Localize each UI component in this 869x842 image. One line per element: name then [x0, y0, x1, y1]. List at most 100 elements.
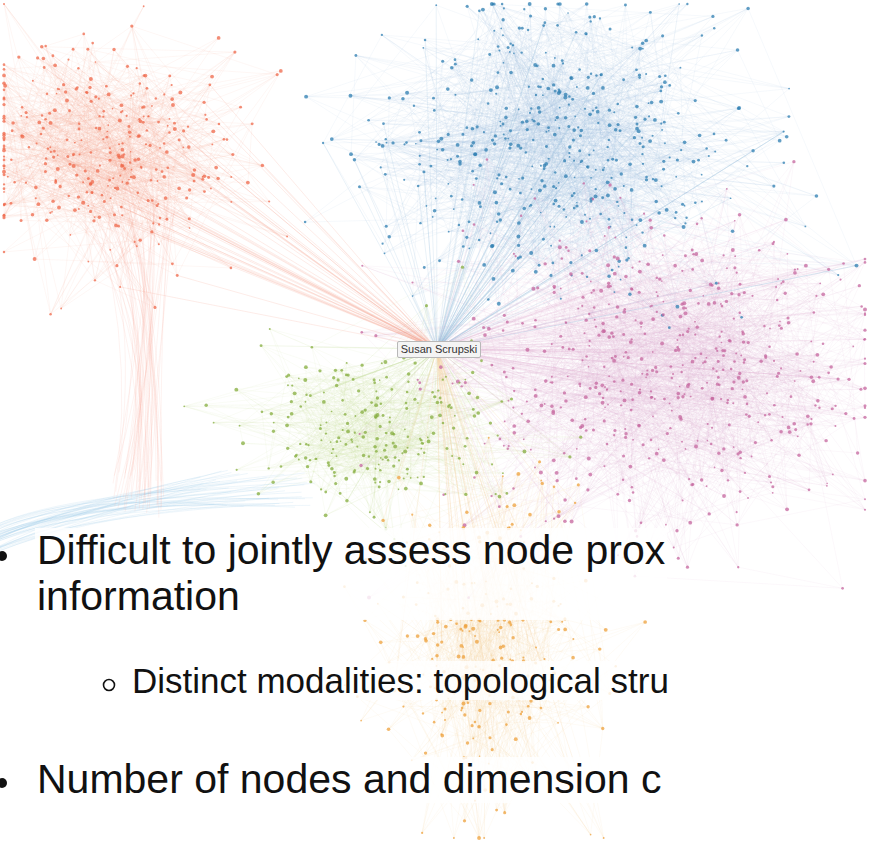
- network-dot: [589, 20, 591, 22]
- network-dot: [860, 305, 863, 308]
- network-dot: [487, 298, 490, 301]
- network-dot: [708, 155, 710, 157]
- network-dot: [381, 34, 383, 36]
- network-dot: [772, 242, 775, 245]
- network-dot: [682, 364, 684, 366]
- network-dot: [738, 451, 741, 454]
- network-dot: [55, 179, 57, 181]
- network-dot: [702, 362, 704, 364]
- network-dot: [583, 332, 585, 334]
- network-dot: [658, 75, 661, 78]
- network-dot: [622, 333, 625, 336]
- network-dot: [731, 230, 735, 234]
- network-dot: [78, 208, 80, 210]
- network-dot: [573, 160, 575, 162]
- network-dot: [651, 305, 653, 307]
- network-dot: [471, 371, 474, 374]
- network-dot: [708, 512, 711, 515]
- network-dot: [526, 400, 528, 402]
- network-dot: [387, 480, 390, 483]
- network-dot: [474, 635, 476, 637]
- network-dot: [150, 230, 153, 233]
- network-dot: [403, 143, 405, 145]
- network-dot: [702, 295, 704, 297]
- network-dot: [618, 205, 620, 207]
- network-dot: [148, 115, 150, 117]
- network-dot: [344, 413, 347, 416]
- network-dot: [584, 214, 586, 216]
- network-dot: [778, 324, 781, 327]
- network-dot: [462, 229, 465, 232]
- network-dot: [84, 169, 87, 172]
- network-dot: [152, 222, 154, 224]
- network-dot: [188, 188, 191, 191]
- network-dot: [497, 212, 500, 215]
- network-dot: [72, 153, 75, 156]
- network-dot: [53, 150, 56, 153]
- network-dot: [476, 125, 479, 128]
- network-dot: [2, 103, 5, 106]
- network-dot: [257, 492, 261, 496]
- network-dot: [450, 406, 453, 409]
- network-dot: [336, 440, 339, 443]
- network-dot: [271, 481, 274, 484]
- network-dot: [585, 33, 587, 35]
- network-dot: [772, 492, 774, 494]
- network-dot: [502, 329, 505, 332]
- network-dot: [339, 492, 342, 495]
- network-dot: [454, 58, 457, 61]
- network-dot: [230, 176, 232, 178]
- network-dot: [146, 87, 149, 90]
- network-dot: [309, 459, 311, 461]
- network-dot: [119, 286, 121, 288]
- network-dot: [728, 339, 731, 342]
- network-dot: [94, 279, 96, 281]
- network-dot: [783, 131, 785, 133]
- network-dot: [595, 74, 597, 76]
- network-dot: [439, 137, 443, 141]
- network-dot: [623, 212, 625, 214]
- network-dot: [581, 272, 584, 275]
- network-dot: [599, 17, 601, 19]
- network-dot: [49, 146, 51, 148]
- network-dot: [603, 366, 605, 368]
- network-dot: [453, 208, 455, 210]
- network-dot: [623, 399, 627, 403]
- network-dot: [736, 48, 740, 52]
- network-dot: [759, 360, 762, 363]
- network-dot: [208, 83, 211, 86]
- network-dot: [656, 311, 658, 313]
- network-dot: [478, 9, 481, 12]
- network-dot: [490, 364, 493, 367]
- network-dot: [334, 482, 337, 485]
- network-dot: [473, 152, 477, 156]
- network-dot: [654, 398, 656, 400]
- network-dot: [49, 313, 52, 316]
- network-dot: [685, 217, 687, 219]
- network-dot: [109, 151, 112, 154]
- network-dot: [384, 455, 388, 459]
- network-dot: [432, 97, 435, 100]
- network-dot: [147, 115, 149, 117]
- network-dot: [385, 138, 387, 140]
- network-dot: [3, 165, 5, 167]
- network-dot: [42, 127, 45, 130]
- network-dot: [3, 191, 5, 193]
- network-dot: [809, 422, 812, 425]
- network-dot: [466, 741, 469, 744]
- network-dot: [385, 432, 388, 435]
- network-dot: [506, 505, 509, 508]
- network-dot: [401, 452, 403, 454]
- network-dot: [720, 303, 722, 305]
- network-dot: [504, 421, 506, 423]
- network-dot: [444, 493, 446, 495]
- network-dot: [619, 197, 621, 199]
- network-dot: [424, 751, 427, 754]
- network-dot: [864, 258, 867, 261]
- network-dot: [354, 432, 356, 434]
- network-dot: [787, 115, 790, 118]
- network-dot: [458, 160, 462, 164]
- network-dot: [675, 176, 677, 178]
- network-dot: [327, 461, 330, 464]
- network-dot: [3, 147, 6, 150]
